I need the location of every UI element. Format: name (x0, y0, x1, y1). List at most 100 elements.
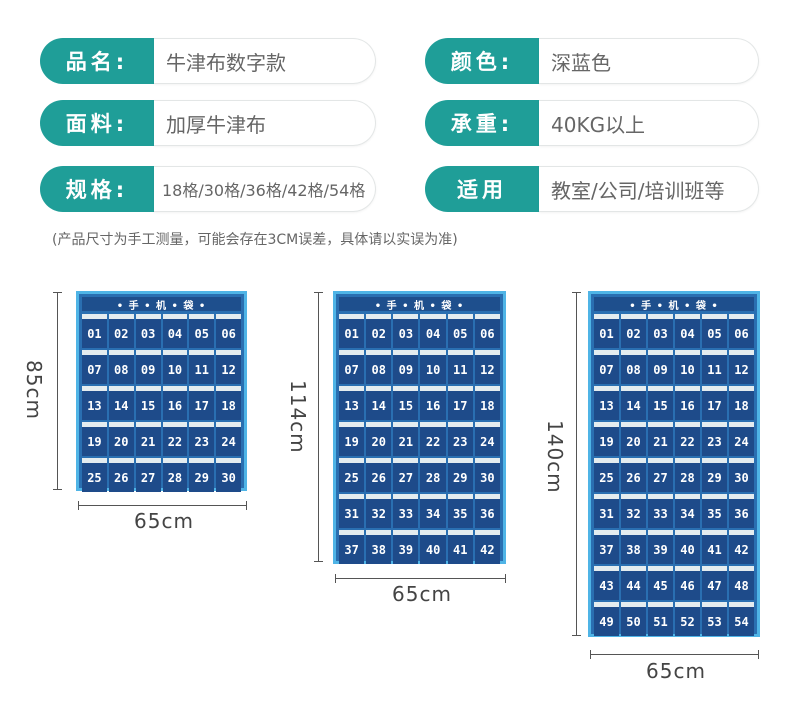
pocket-28: 28 (675, 458, 700, 492)
rack-title: • 手 • 机 • 袋 • (594, 297, 754, 312)
pocket-31: 31 (594, 494, 619, 528)
pocket-08: 08 (621, 350, 646, 384)
pocket-46: 46 (675, 566, 700, 600)
dimension-cap (314, 561, 323, 562)
pocket-07: 07 (339, 350, 365, 384)
pocket-23: 23 (447, 422, 473, 456)
pocket-21: 21 (393, 422, 419, 456)
pocket-01: 01 (82, 314, 107, 348)
pocket-03: 03 (393, 314, 419, 348)
pocket-04: 04 (420, 314, 446, 348)
pocket-25: 25 (339, 458, 365, 492)
pocket-10: 10 (162, 350, 188, 384)
rack-title: • 手 • 机 • 袋 • (82, 297, 241, 312)
spec-product-name: 品名: 牛津布数字款 (40, 38, 376, 84)
pocket-43: 43 (594, 566, 619, 600)
pocket-20: 20 (108, 422, 134, 456)
pocket-16: 16 (675, 386, 700, 420)
pocket-07: 07 (82, 350, 107, 384)
pocket-40: 40 (675, 530, 700, 564)
pocket-13: 13 (594, 386, 619, 420)
pocket-30: 30 (216, 458, 241, 492)
measurement-note: (产品尺寸为手工测量，可能会存在3CM误差，具体请以实误为准) (52, 232, 458, 248)
pocket-51: 51 (648, 602, 673, 636)
pocket-18: 18 (729, 386, 754, 420)
pocket-04: 04 (162, 314, 188, 348)
spec-color: 颜色: 深蓝色 (425, 38, 759, 84)
pocket-05: 05 (447, 314, 473, 348)
pocket-01: 01 (594, 314, 619, 348)
pocket-35: 35 (447, 494, 473, 528)
pocket-29: 29 (447, 458, 473, 492)
dimension-cap (246, 501, 247, 510)
spec-fabric: 面料: 加厚牛津布 (40, 100, 376, 146)
height-dimension-line (576, 292, 577, 636)
dimension-cap (53, 292, 62, 293)
width-label: 65cm (646, 659, 706, 683)
dimension-cap (590, 650, 591, 659)
pocket-25: 25 (82, 458, 107, 492)
pocket-44: 44 (621, 566, 646, 600)
pocket-26: 26 (621, 458, 646, 492)
spec-load: 承重: 40KG以上 (425, 100, 759, 146)
pocket-19: 19 (339, 422, 365, 456)
width-dimension-line (335, 578, 505, 579)
pocket-12: 12 (729, 350, 754, 384)
pocket-14: 14 (621, 386, 646, 420)
spec-value: 深蓝色 (539, 38, 759, 84)
pocket-31: 31 (339, 494, 365, 528)
pocket-02: 02 (366, 314, 392, 348)
spec-value: 教室/公司/培训班等 (539, 166, 759, 212)
pocket-19: 19 (82, 422, 107, 456)
pocket-48: 48 (729, 566, 754, 600)
spec-value: 加厚牛津布 (154, 100, 376, 146)
pocket-02: 02 (621, 314, 646, 348)
dimension-cap (314, 292, 323, 293)
pocket-21: 21 (135, 422, 161, 456)
pocket-13: 13 (339, 386, 365, 420)
spec-label: 承重: (425, 100, 539, 146)
pocket-08: 08 (108, 350, 134, 384)
spec-label: 适用 (425, 166, 539, 212)
pocket-42: 42 (474, 530, 500, 564)
spec-value: 18格/30格/36格/42格/54格 (154, 166, 376, 212)
pocket-24: 24 (474, 422, 500, 456)
pocket-15: 15 (648, 386, 673, 420)
pocket-36: 36 (474, 494, 500, 528)
pocket-09: 09 (393, 350, 419, 384)
pocket-12: 12 (216, 350, 241, 384)
pocket-36: 36 (729, 494, 754, 528)
spec-value: 40KG以上 (539, 100, 759, 146)
pocket-41: 41 (702, 530, 727, 564)
pocket-54: 54 (729, 602, 754, 636)
pocket-39: 39 (393, 530, 419, 564)
pocket-12: 12 (474, 350, 500, 384)
spec-label: 面料: (40, 100, 154, 146)
pocket-04: 04 (675, 314, 700, 348)
pocket-34: 34 (420, 494, 446, 528)
pocket-39: 39 (648, 530, 673, 564)
pocket-38: 38 (621, 530, 646, 564)
height-label: 140cm (543, 420, 567, 494)
dimension-cap (78, 501, 79, 510)
pocket-06: 06 (474, 314, 500, 348)
pocket-20: 20 (366, 422, 392, 456)
pocket-50: 50 (621, 602, 646, 636)
pocket-16: 16 (420, 386, 446, 420)
pocket-38: 38 (366, 530, 392, 564)
spec-label: 规格: (40, 166, 154, 212)
pocket-01: 01 (339, 314, 365, 348)
dimension-cap (335, 574, 336, 583)
height-label: 114cm (286, 380, 310, 454)
spec-usage: 适用 教室/公司/培训班等 (425, 166, 759, 212)
pocket-33: 33 (393, 494, 419, 528)
pocket-02: 02 (108, 314, 134, 348)
pocket-18: 18 (474, 386, 500, 420)
pocket-40: 40 (420, 530, 446, 564)
pocket-18: 18 (216, 386, 241, 420)
height-dimension-line (318, 292, 319, 562)
pocket-06: 06 (729, 314, 754, 348)
